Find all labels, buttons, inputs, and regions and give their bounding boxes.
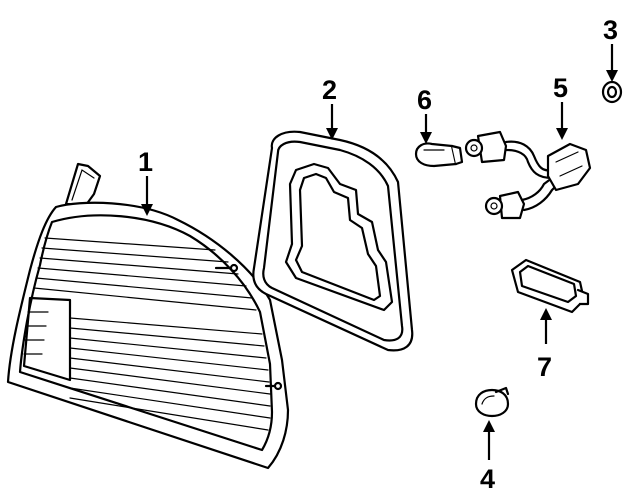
callout-2: 2 bbox=[322, 75, 337, 105]
socket-harness bbox=[464, 130, 592, 220]
mounting-studs bbox=[214, 263, 283, 391]
lamp-gasket bbox=[252, 130, 414, 352]
callout-labels: 1 2 3 4 5 6 7 bbox=[138, 15, 618, 494]
callout-6: 6 bbox=[417, 85, 432, 115]
tail-lamp-assembly bbox=[6, 162, 290, 470]
grommet bbox=[601, 80, 623, 104]
bulb bbox=[414, 142, 464, 168]
leader-arrows bbox=[141, 44, 618, 460]
callout-1: 1 bbox=[138, 147, 153, 177]
retainer-clip bbox=[474, 386, 510, 418]
callout-4: 4 bbox=[480, 464, 495, 494]
callout-7: 7 bbox=[537, 352, 552, 382]
callout-5: 5 bbox=[553, 73, 568, 103]
license-lamp bbox=[510, 258, 590, 314]
lens-ribs bbox=[33, 237, 271, 431]
callout-3: 3 bbox=[603, 15, 618, 45]
